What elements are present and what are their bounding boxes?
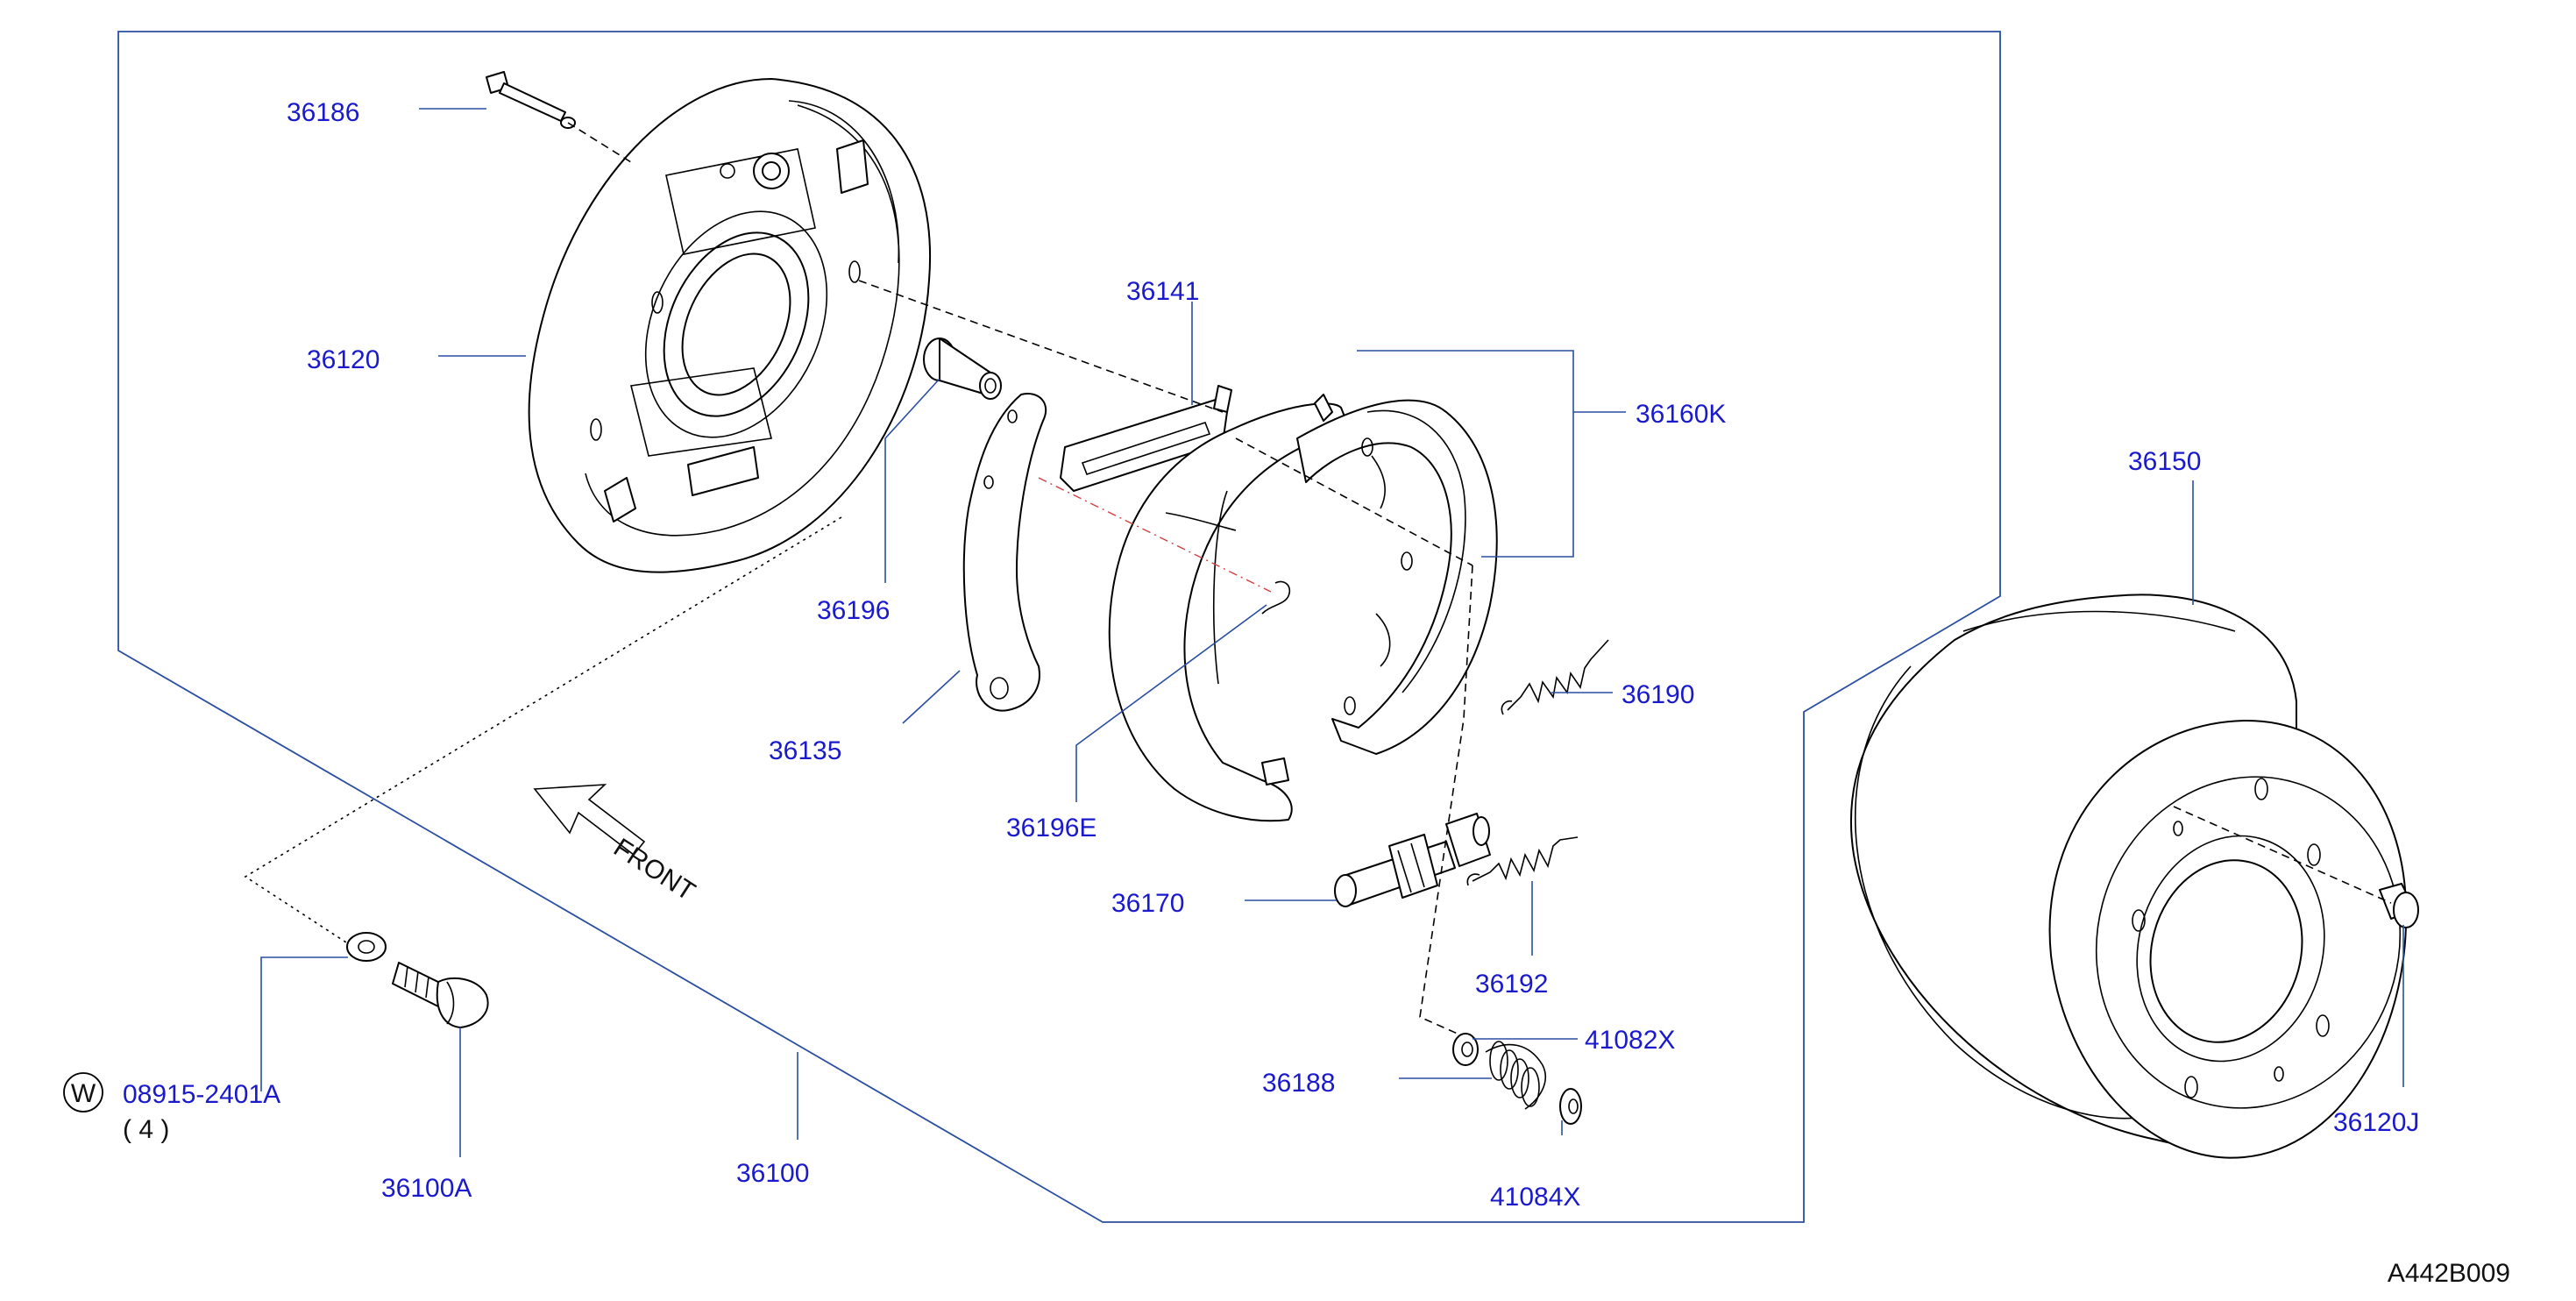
label-36150: 36150	[2128, 447, 2201, 476]
washer-part	[1452, 1033, 1479, 1066]
label-36141: 36141	[1126, 277, 1199, 306]
label-41084X: 41084X	[1490, 1183, 1580, 1212]
dashed-line-plate-strut	[858, 280, 1224, 413]
parking-lever-part	[962, 393, 1047, 712]
diagram-code: A442B009	[2388, 1259, 2510, 1288]
label-08915-2401A: 08915-2401A	[123, 1080, 280, 1109]
label-36186: 36186	[287, 98, 359, 127]
label-quantity: ( 4 )	[123, 1115, 169, 1144]
hold-down-pin-part	[486, 71, 576, 129]
label-36100A: 36100A	[381, 1174, 472, 1203]
brake-drum-part	[1850, 594, 2408, 1159]
backing-plate-part	[528, 78, 931, 573]
dashed-line-strut-shoe	[1235, 437, 1473, 566]
hold-down-spring-part	[1485, 1041, 1547, 1110]
dashed-line-drum-plug	[2173, 806, 2392, 904]
spring-cup-part	[1559, 1088, 1582, 1125]
label-36100: 36100	[736, 1159, 809, 1188]
leader-lines	[260, 108, 2404, 1157]
dashed-line-lever-clip	[1038, 477, 1272, 593]
dashed-line-plate-bolt	[244, 516, 842, 943]
label-36196E: 36196E	[1006, 814, 1096, 842]
washer-symbol-letter: W	[71, 1079, 96, 1108]
label-36120J: 36120J	[2333, 1108, 2419, 1137]
bolt-part	[392, 962, 489, 1028]
lock-washer-part	[346, 932, 387, 962]
anchor-part	[923, 338, 1002, 400]
front-label: FRONT	[608, 833, 700, 906]
adjuster-part	[1334, 813, 1491, 907]
front-arrow-icon	[533, 784, 646, 857]
label-36196: 36196	[817, 596, 890, 625]
retainer-clip-part	[1261, 580, 1291, 615]
return-spring-upper-part	[1501, 639, 1609, 715]
dashed-line-pin	[567, 122, 632, 163]
washer-symbol-icon: W	[63, 1072, 103, 1113]
label-41082X: 41082X	[1585, 1026, 1675, 1055]
return-spring-lower-part	[1466, 836, 1579, 886]
assembly-frame	[117, 31, 2001, 1223]
label-36120: 36120	[307, 345, 380, 374]
label-36160K: 36160K	[1636, 400, 1726, 429]
label-36188: 36188	[1262, 1069, 1335, 1098]
label-36192: 36192	[1475, 970, 1548, 999]
plug-part	[2379, 883, 2419, 928]
brake-shoe-set-part	[1108, 394, 1498, 822]
label-36190: 36190	[1622, 680, 1694, 709]
label-36135: 36135	[769, 736, 841, 765]
label-36170: 36170	[1111, 889, 1184, 918]
dashed-line-shoe-washer	[1419, 565, 1473, 1035]
